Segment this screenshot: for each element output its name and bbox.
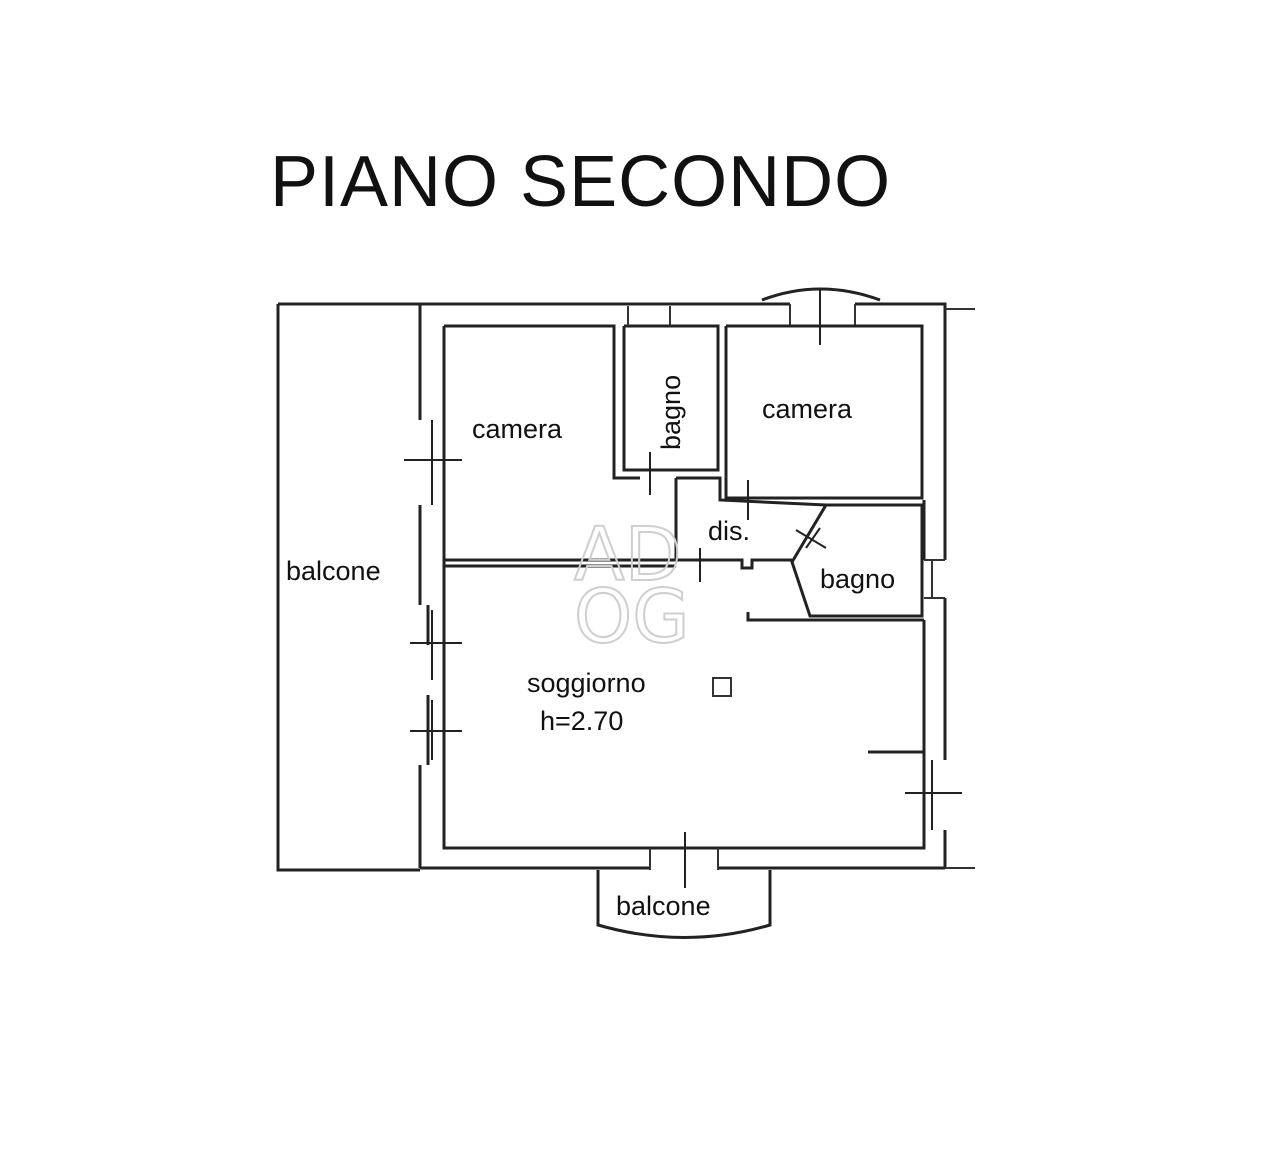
watermark-line1: AD	[574, 512, 682, 598]
window-markers	[404, 290, 962, 888]
watermark: AD OG	[573, 511, 691, 661]
label-ceiling-height: h=2.70	[540, 706, 623, 736]
label-bagno-top: bagno	[656, 375, 686, 450]
label-camera-right: camera	[762, 394, 853, 424]
label-disimpegno: dis.	[708, 516, 750, 546]
label-bagno-right: bagno	[820, 564, 895, 594]
plan-title: PIANO SECONDO	[270, 142, 891, 222]
label-balcone-left: balcone	[286, 556, 381, 586]
balcony-left	[276, 302, 420, 872]
room-camera-left	[444, 324, 676, 562]
watermark-line2: OG	[574, 574, 690, 660]
room-camera-right	[724, 324, 924, 500]
balcony-top	[761, 287, 881, 326]
room-disimpegno	[674, 476, 827, 570]
room-bagno-right	[790, 503, 945, 618]
label-soggiorno: soggiorno	[527, 668, 646, 698]
label-balcone-bottom: balcone	[616, 891, 711, 921]
room-bagno-top	[622, 306, 720, 472]
room-soggiorno	[444, 564, 924, 754]
balcony-bottom	[596, 848, 772, 939]
label-camera-left: camera	[472, 414, 563, 444]
